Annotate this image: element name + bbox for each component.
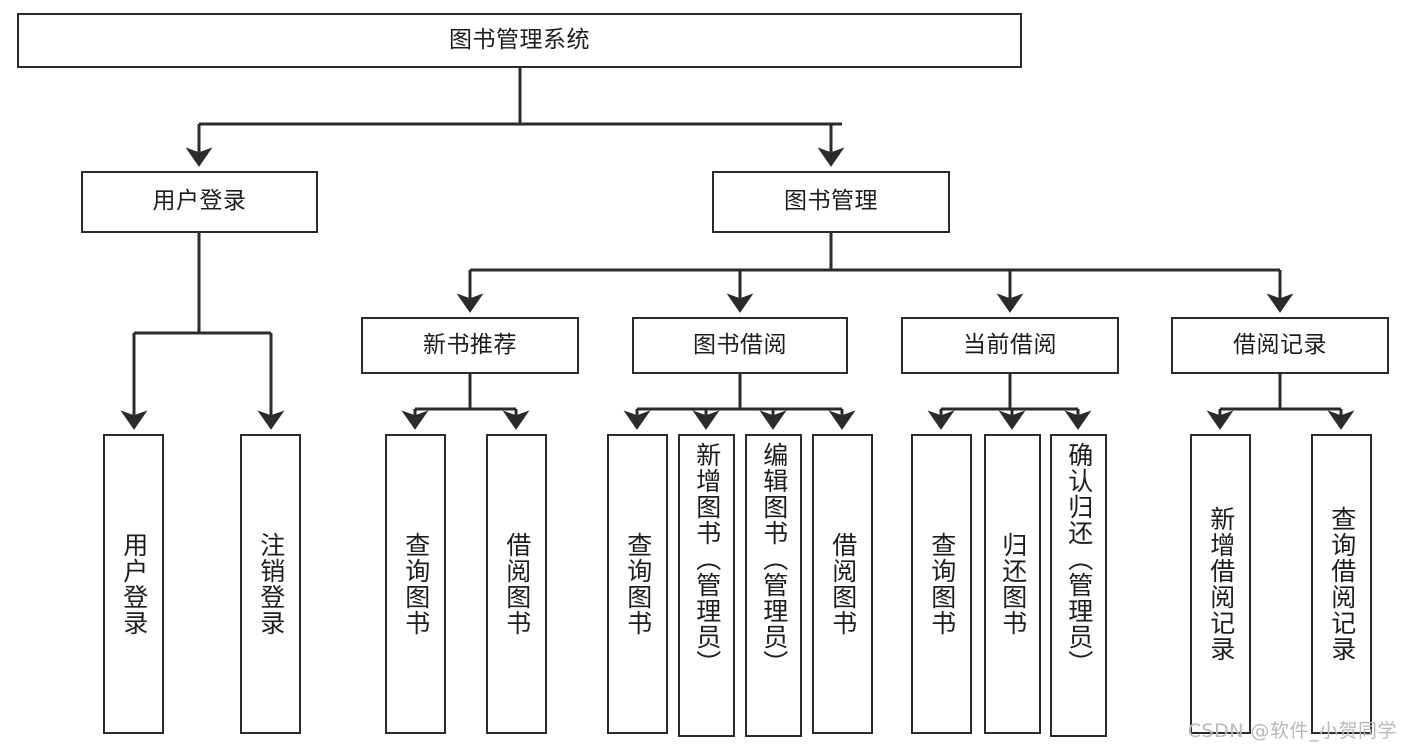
leaf-user-login[interactable]: 用户登录 <box>103 434 164 734</box>
node-book-borrow[interactable]: 图书借阅 <box>632 317 848 374</box>
leaf-add-borrow-record-label: 新增借阅记录 <box>1206 506 1236 662</box>
leaf-borrow-book-bb[interactable]: 借阅图书 <box>812 434 873 734</box>
leaf-user-login-label: 用户登录 <box>119 532 149 636</box>
node-book-management[interactable]: 图书管理 <box>712 171 950 233</box>
leaf-logout[interactable]: 注销登录 <box>240 434 301 734</box>
node-user-login[interactable]: 用户登录 <box>81 171 318 233</box>
leaf-query-book-nbr-label: 查询图书 <box>401 532 431 636</box>
node-book-borrow-label: 图书借阅 <box>693 331 787 358</box>
node-root[interactable]: 图书管理系统 <box>17 13 1022 68</box>
leaf-confirm-return-admin-label: 确认归还（管理员） <box>1064 442 1094 676</box>
node-borrow-record-label: 借阅记录 <box>1233 331 1327 358</box>
node-root-label: 图书管理系统 <box>449 26 590 53</box>
leaf-query-book-nbr[interactable]: 查询图书 <box>385 434 446 734</box>
leaf-add-borrow-record[interactable]: 新增借阅记录 <box>1190 434 1251 734</box>
watermark-text: CSDN @软件_小贺同学 <box>1187 720 1397 742</box>
leaf-confirm-return-admin[interactable]: 确认归还（管理员） <box>1050 434 1107 737</box>
node-new-book-recommend-label: 新书推荐 <box>423 331 517 358</box>
leaf-add-book-admin[interactable]: 新增图书（管理员） <box>678 434 735 737</box>
node-new-book-recommend[interactable]: 新书推荐 <box>361 317 579 374</box>
leaf-return-book[interactable]: 归还图书 <box>984 434 1041 734</box>
leaf-borrow-book-nbr-label: 借阅图书 <box>502 532 532 636</box>
leaf-borrow-book-bb-label: 借阅图书 <box>828 532 858 636</box>
leaf-edit-book-admin[interactable]: 编辑图书（管理员） <box>745 434 802 737</box>
leaf-query-borrow-record-label: 查询借阅记录 <box>1327 506 1357 662</box>
leaf-edit-book-admin-label: 编辑图书（管理员） <box>759 442 789 676</box>
leaf-query-book-bb[interactable]: 查询图书 <box>607 434 668 734</box>
leaf-query-book-cb[interactable]: 查询图书 <box>911 434 972 734</box>
node-user-login-label: 用户登录 <box>152 188 247 215</box>
node-current-borrow[interactable]: 当前借阅 <box>901 317 1119 374</box>
leaf-logout-label: 注销登录 <box>256 532 286 636</box>
leaf-borrow-book-nbr[interactable]: 借阅图书 <box>486 434 547 734</box>
leaf-return-book-label: 归还图书 <box>998 532 1028 636</box>
leaf-query-borrow-record[interactable]: 查询借阅记录 <box>1311 434 1372 734</box>
node-borrow-record[interactable]: 借阅记录 <box>1171 317 1389 374</box>
leaf-add-book-admin-label: 新增图书（管理员） <box>692 442 722 676</box>
leaf-query-book-bb-label: 查询图书 <box>623 532 653 636</box>
leaf-query-book-cb-label: 查询图书 <box>927 532 957 636</box>
node-current-borrow-label: 当前借阅 <box>963 331 1057 358</box>
node-book-management-label: 图书管理 <box>784 188 878 215</box>
